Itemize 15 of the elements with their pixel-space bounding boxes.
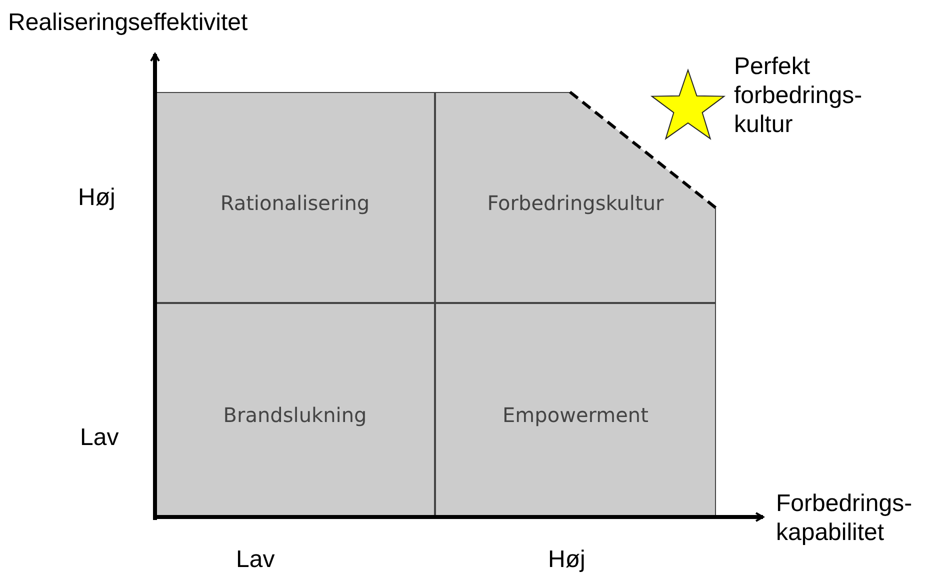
quadrant-cell [155,303,435,517]
axis-label: Perfekt forbedrings- kultur [734,52,864,139]
quadrant-cell [435,92,716,303]
axis-label: Lav [236,545,276,574]
axis-label: Høj [548,545,586,574]
quadrant-label: Empowerment [502,403,648,427]
axis-label: Forbedrings- kapabilitet [776,489,914,547]
axis-label: Høj [78,183,116,212]
quadrant-cell [155,92,435,303]
quadrant-label: Forbedringskultur [487,190,664,214]
axis-label: Lav [80,423,120,452]
quadrant-label: Rationalisering [220,190,370,214]
axis-label: Realiseringseffektivitet [8,8,249,37]
quadrant-cell [435,303,716,517]
quadrant-label: Brandslukning [223,403,367,427]
